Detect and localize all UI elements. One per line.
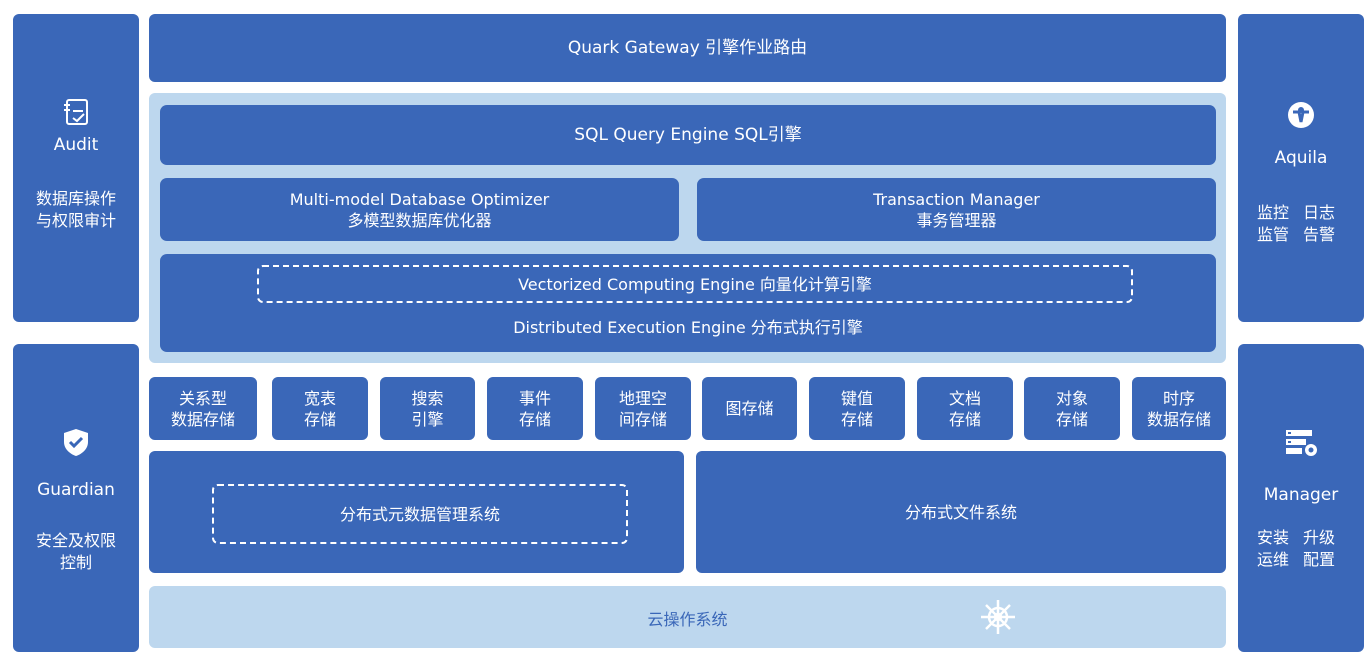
cloud-os-label: 云操作系统 [647, 610, 728, 629]
storage-line1: 地理空 [618, 388, 667, 408]
guardian-panel: Guardian 安全及权限 控制 [13, 344, 139, 652]
aquila-panel: Aquila 监控 日志 监管 告警 [1238, 14, 1364, 322]
storage-line1: 文档 [948, 388, 981, 408]
storage-line2: 存储 [303, 409, 336, 429]
optimizer-line1: Multi-model Database Optimizer [289, 189, 550, 209]
vectorized-engine: Vectorized Computing Engine 向量化计算引擎 [257, 265, 1133, 303]
audit-panel: Audit 数据库操作 与权限审计 [13, 14, 139, 322]
storage-line2: 存储 [840, 409, 873, 429]
execution-engine-block: Vectorized Computing Engine 向量化计算引擎 Dist… [160, 254, 1216, 352]
aquila-item: 日志 [1303, 203, 1336, 222]
metadata-label: 分布式元数据管理系统 [339, 504, 500, 524]
storage-line1: 对象 [1055, 388, 1088, 408]
storage-object: 对象 存储 [1024, 377, 1120, 440]
sql-engine-label: SQL Query Engine SQL引擎 [574, 125, 802, 145]
optimizer-line2: 多模型数据库优化器 [347, 210, 492, 230]
aquila-title: Aquila [1274, 148, 1328, 168]
server-gear-icon [1285, 428, 1319, 462]
gateway-label: Quark Gateway 引擎作业路由 [567, 38, 808, 58]
storage-graph: 图存储 [702, 377, 797, 440]
storage-line1: 图存储 [725, 399, 774, 418]
aquila-item: 监管 [1257, 225, 1290, 244]
vectorized-label: Vectorized Computing Engine 向量化计算引擎 [518, 274, 872, 294]
storage-line1: 时序 [1162, 388, 1195, 408]
manager-title: Manager [1263, 485, 1339, 505]
audit-checklist-icon [63, 98, 91, 130]
manager-item: 运维 [1257, 550, 1290, 569]
storage-event: 事件 存储 [487, 377, 583, 440]
quark-gateway: Quark Gateway 引擎作业路由 [149, 14, 1226, 82]
shield-check-icon [61, 427, 91, 461]
storage-line2: 数据存储 [170, 409, 235, 429]
storage-geo-spatial: 地理空 间存储 [595, 377, 691, 440]
audit-desc-line2: 与权限审计 [35, 211, 116, 230]
storage-line1: 宽表 [303, 388, 336, 408]
aquila-item: 监控 [1257, 203, 1290, 222]
aquila-items: 监控 日志 监管 告警 [1257, 202, 1335, 245]
guardian-desc-line2: 控制 [59, 553, 92, 572]
storage-relational: 关系型 数据存储 [149, 377, 257, 440]
storage-key-value: 键值 存储 [809, 377, 905, 440]
multi-model-optimizer: Multi-model Database Optimizer 多模型数据库优化器 [160, 178, 679, 241]
file-system-label: 分布式文件系统 [904, 502, 1017, 522]
storage-line2: 间存储 [618, 409, 667, 429]
storage-line1: 关系型 [178, 388, 227, 408]
audit-title: Audit [53, 135, 99, 155]
transaction-manager: Transaction Manager 事务管理器 [697, 178, 1216, 241]
storage-line2: 存储 [518, 409, 551, 429]
aquila-logo-icon [1286, 100, 1316, 134]
distributed-file-system: 分布式文件系统 [696, 451, 1226, 573]
manager-panel: Manager 安装 升级 运维 配置 [1238, 344, 1364, 652]
distributed-exec-label: Distributed Execution Engine 分布式执行引擎 [513, 318, 863, 337]
storage-line1: 事件 [518, 388, 551, 408]
storage-document: 文档 存储 [917, 377, 1013, 440]
storage-line2: 数据存储 [1146, 409, 1211, 429]
transaction-line1: Transaction Manager [873, 189, 1040, 209]
manager-item: 升级 [1303, 528, 1336, 547]
manager-items: 安装 升级 运维 配置 [1257, 527, 1335, 570]
storage-line2: 存储 [948, 409, 981, 429]
transaction-line2: 事务管理器 [916, 210, 997, 230]
guardian-desc-line1: 安全及权限 [35, 531, 116, 550]
audit-desc-line1: 数据库操作 [35, 189, 116, 208]
aquila-item: 告警 [1303, 225, 1336, 244]
cloud-os: 云操作系统 [149, 586, 1226, 648]
storage-line1: 键值 [840, 388, 873, 408]
storage-time-series: 时序 数据存储 [1132, 377, 1226, 440]
helm-wheel-icon [979, 598, 1017, 640]
storage-line2: 存储 [1055, 409, 1088, 429]
storage-wide-table: 宽表 存储 [272, 377, 368, 440]
storage-line1: 搜索 [411, 388, 444, 408]
storage-line2: 引擎 [411, 409, 444, 429]
guardian-title: Guardian [37, 480, 115, 500]
manager-item: 安装 [1257, 528, 1290, 547]
sql-query-engine: SQL Query Engine SQL引擎 [160, 105, 1216, 165]
metadata-dashed-box: 分布式元数据管理系统 [212, 484, 628, 544]
manager-item: 配置 [1303, 550, 1336, 569]
metadata-management-system: 分布式元数据管理系统 [149, 451, 684, 573]
storage-search: 搜索 引擎 [380, 377, 475, 440]
